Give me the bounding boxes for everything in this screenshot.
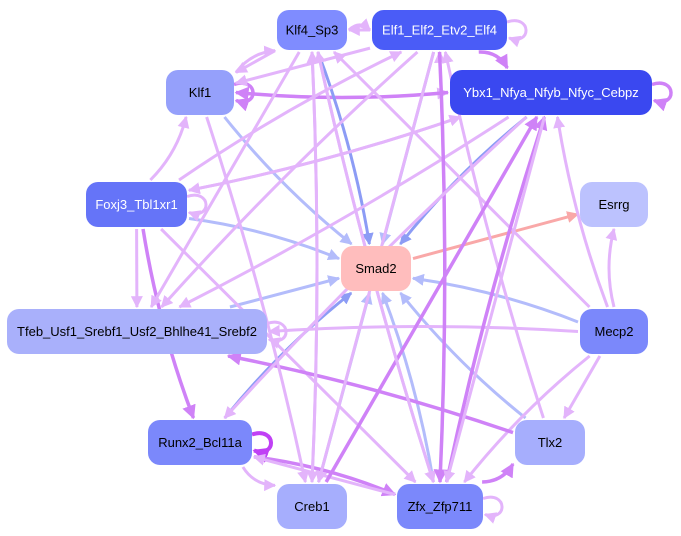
node-tfeb[interactable]: Tfeb_Usf1_Srebf1_Usf2_Bhlhe41_Srebf2 — [7, 309, 267, 354]
node-box[interactable] — [580, 309, 648, 354]
node-label: Zfx_Zfp711 — [408, 499, 473, 514]
edge-klf1-to-creb1 — [205, 116, 309, 484]
edge-elf1-to-klf1 — [234, 46, 371, 87]
edge-elf1-to-tfeb — [160, 50, 419, 309]
edge-zfx-to-smad2 — [380, 291, 435, 483]
edge-tlx2-to-tfeb — [226, 351, 514, 435]
node-klf4_sp3[interactable]: Klf4_Sp3 — [277, 10, 347, 50]
node-label: Runx2_Bcl11a — [158, 435, 242, 450]
node-box[interactable] — [277, 10, 347, 50]
edge-foxj3-to-elf1 — [178, 50, 403, 182]
edge-foxj3-to-klf1 — [149, 115, 190, 182]
edge-mecp2-to-ybx1 — [553, 115, 609, 308]
node-zfx[interactable]: Zfx_Zfp711 — [397, 484, 483, 529]
node-label: Smad2 — [355, 261, 396, 276]
node-elf1[interactable]: Elf1_Elf2_Etv2_Elf4 — [372, 10, 507, 50]
node-runx2[interactable]: Runx2_Bcl11a — [148, 420, 252, 465]
node-label: Foxj3_Tbl1xr1 — [95, 197, 177, 212]
edge-ybx1-to-ybx1 — [651, 81, 673, 112]
node-box[interactable] — [277, 484, 347, 529]
edge-klf4_sp3-to-klf1 — [234, 49, 276, 74]
node-label: Esrrg — [598, 197, 629, 212]
edge-zfx-to-tlx2 — [482, 462, 515, 484]
node-foxj3[interactable]: Foxj3_Tbl1xr1 — [86, 182, 187, 227]
node-box[interactable] — [580, 182, 648, 227]
edge-runx2-to-runx2 — [251, 431, 273, 463]
edge-creb1-to-ybx1 — [324, 115, 539, 483]
node-box[interactable] — [148, 420, 252, 465]
node-box[interactable] — [372, 10, 507, 50]
node-box[interactable] — [7, 309, 267, 354]
edge-ybx1-to-klf1 — [234, 86, 449, 101]
node-label: Klf4_Sp3 — [286, 23, 339, 38]
edge-elf1-to-elf1 — [506, 19, 528, 48]
node-box[interactable] — [166, 70, 234, 115]
edge-ybx1-to-foxj3 — [187, 115, 461, 195]
edge-zfx-to-zfx — [482, 495, 504, 524]
edge-runx2-to-creb1 — [241, 466, 277, 492]
edge-klf1-to-smad2 — [223, 116, 353, 246]
node-mecp2[interactable]: Mecp2 — [580, 309, 648, 354]
node-ybx1[interactable]: Ybx1_Nfya_Nfyb_Nfyc_Cebpz — [450, 70, 652, 115]
edge-mecp2-to-klf4_sp3 — [332, 50, 591, 309]
edge-foxj3-to-foxj3 — [186, 193, 208, 222]
node-label: Tlx2 — [538, 435, 563, 450]
node-box[interactable] — [397, 484, 483, 529]
edges-layer — [130, 18, 673, 524]
node-box[interactable] — [86, 182, 187, 227]
node-label: Tfeb_Usf1_Srebf1_Usf2_Bhlhe41_Srebf2 — [17, 324, 257, 339]
node-label: Elf1_Elf2_Etv2_Elf4 — [382, 23, 497, 38]
node-label: Ybx1_Nfya_Nfyb_Nfyc_Cebpz — [463, 85, 639, 100]
edge-mecp2-to-tlx2 — [562, 355, 602, 420]
node-esrrg[interactable]: Esrrg — [580, 182, 648, 227]
node-label: Creb1 — [294, 499, 329, 514]
edge-tlx2-to-smad2 — [399, 292, 527, 420]
node-klf1[interactable]: Klf1 — [166, 70, 234, 115]
node-label: Klf1 — [189, 85, 211, 100]
node-tlx2[interactable]: Tlx2 — [515, 420, 585, 465]
edge-tfeb-to-smad2 — [229, 275, 341, 309]
edge-elf1-to-ybx1 — [478, 50, 509, 70]
edge-elf1-to-zfx — [433, 51, 448, 484]
node-label: Mecp2 — [594, 324, 633, 339]
nodes-layer: Klf4_Sp3 Elf1_Elf2_Etv2_Elf4Ybx1_Nfya_Nfy… — [7, 10, 652, 529]
node-creb1[interactable]: Creb1 — [277, 484, 347, 529]
edge-foxj3-to-smad2 — [188, 217, 341, 261]
edge-mecp2-to-esrrg — [605, 227, 618, 308]
edge-klf4_sp3-to-creb1 — [306, 51, 319, 484]
edge-foxj3-to-ybx1 — [188, 114, 462, 192]
edge-smad2-to-esrrg — [412, 211, 580, 260]
edge-zfx-to-ybx1 — [444, 115, 548, 483]
edge-mecp2-to-zfx — [463, 354, 591, 483]
node-box[interactable] — [515, 420, 585, 465]
edge-foxj3-to-zfx — [160, 227, 417, 484]
edge-klf4_sp3-to-smad2 — [316, 51, 374, 246]
node-box[interactable] — [450, 70, 652, 115]
node-box[interactable] — [341, 246, 411, 291]
node-smad2[interactable]: Smad2 — [341, 246, 411, 291]
edge-ybx1-to-zfx — [443, 116, 546, 484]
